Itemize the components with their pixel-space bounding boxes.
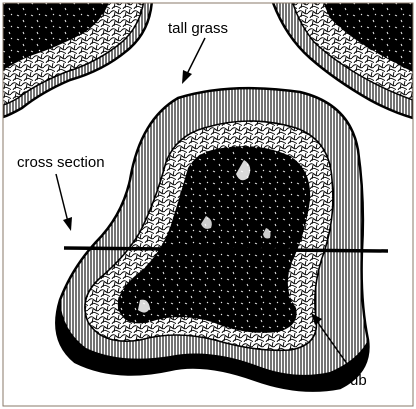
cross-section-label: cross section [17,154,105,171]
tall-grass-label: tall grass [168,20,228,37]
corner-island-top-left [0,0,152,118]
cross-section-pointer [56,174,72,231]
scrub-label: scrub [330,372,367,389]
central-island [56,88,368,391]
tall-grass-pointer [182,38,205,84]
